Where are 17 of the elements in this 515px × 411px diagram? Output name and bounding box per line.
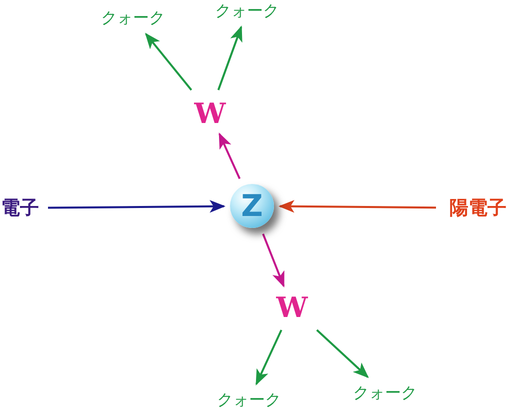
- particle-label: 陽電子: [444, 196, 512, 220]
- arrow: [217, 26, 242, 90]
- particle-label: 電子: [0, 196, 40, 220]
- arrow: [48, 200, 226, 213]
- arrow: [316, 329, 369, 378]
- arrow: [256, 330, 282, 386]
- particle-label: クォーク: [91, 8, 175, 28]
- arrow: [278, 200, 436, 213]
- particle-label: クォーク: [207, 390, 291, 410]
- particle-label: W: [275, 292, 309, 322]
- arrow: [144, 32, 192, 91]
- particle-label: クォーク: [343, 383, 427, 403]
- particle-label: W: [193, 98, 227, 128]
- arrow: [218, 132, 241, 180]
- particle-sphere: Z: [230, 184, 274, 228]
- arrow: [262, 234, 285, 288]
- particle-label: クォーク: [205, 1, 289, 21]
